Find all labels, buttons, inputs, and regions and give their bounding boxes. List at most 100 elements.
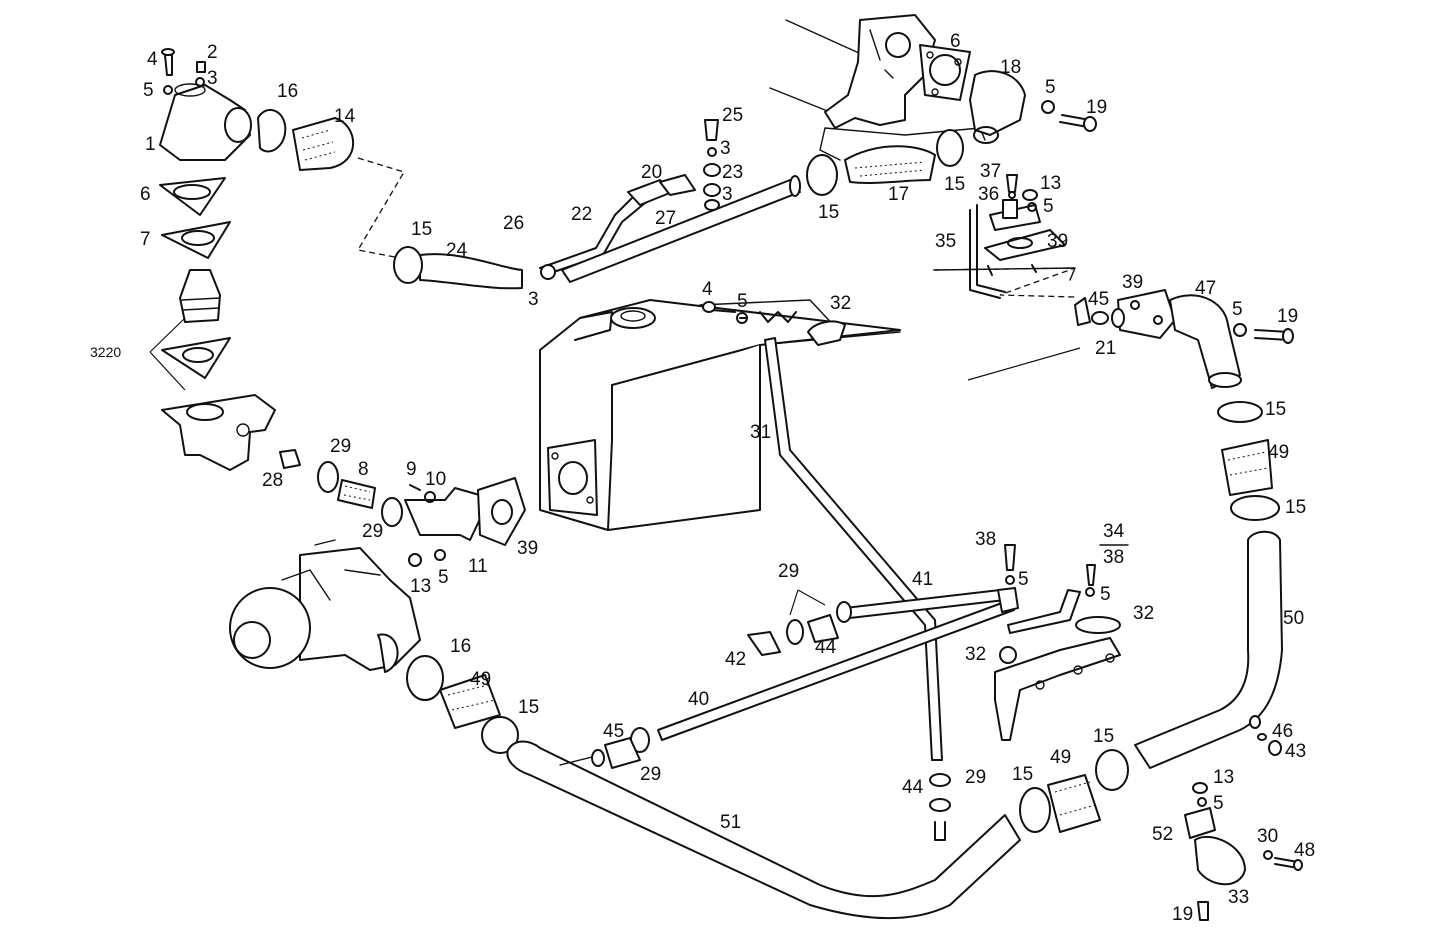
callout: 29 <box>362 521 383 542</box>
callout: 45 <box>603 721 624 742</box>
callout: 16 <box>277 81 298 102</box>
leader-line-21 <box>967 347 1081 381</box>
callout: 15 <box>1012 764 1033 785</box>
callout: 9 <box>406 459 417 480</box>
callout: 39 <box>1122 272 1143 293</box>
thermostat-housing-drawing <box>159 48 355 471</box>
callout: 6 <box>950 31 961 52</box>
dashed-leader-1 <box>356 157 405 259</box>
callout: 21 <box>1095 338 1116 359</box>
callout: 23 <box>722 162 743 183</box>
callout: 19 <box>1172 904 1193 925</box>
callout: 14 <box>334 106 356 127</box>
callout: 24 <box>446 240 468 261</box>
callout: 5 <box>737 291 748 312</box>
callout: 25 <box>722 105 743 126</box>
callout: 3 <box>207 68 218 89</box>
callout: 44 <box>815 637 837 658</box>
clamp-33-drawing <box>1184 782 1303 921</box>
callout: 35 <box>935 231 956 252</box>
callout: 38 <box>1103 547 1124 568</box>
callout: 41 <box>912 569 933 590</box>
callout: 19 <box>1277 306 1298 327</box>
callout: 34 <box>1103 521 1125 542</box>
expansion-tank-drawing <box>539 299 901 531</box>
callout: 29 <box>778 561 799 582</box>
callout: 5 <box>438 567 449 588</box>
callout: 5 <box>1213 793 1224 814</box>
callout: 15 <box>944 174 965 195</box>
callout: 6 <box>140 184 151 205</box>
callout: 15 <box>1265 399 1286 420</box>
callout: 8 <box>358 459 369 480</box>
callout: 20 <box>641 162 662 183</box>
callout: 46 <box>1272 721 1293 742</box>
callout: 38 <box>975 529 996 550</box>
callout: 7 <box>140 229 151 250</box>
pipe-31-drawing <box>764 337 943 761</box>
sender-pipe-drawing <box>934 174 1076 299</box>
callout: 4 <box>702 279 713 300</box>
callout: 13 <box>1213 767 1234 788</box>
callout: 15 <box>818 202 839 223</box>
upper-hoses-drawing <box>393 119 964 290</box>
callout: 36 <box>978 184 999 205</box>
lower-hose-51-drawing <box>406 655 1129 920</box>
callout: 15 <box>411 219 432 240</box>
pipe-40-41-drawing <box>591 587 1081 769</box>
callout: 48 <box>1294 840 1315 861</box>
callout: 13 <box>410 576 431 597</box>
callout: 32 <box>965 644 986 665</box>
callout: 15 <box>1093 726 1114 747</box>
callout: 5 <box>1018 569 1029 590</box>
callout: 27 <box>655 208 676 229</box>
callout: 3220 <box>90 344 121 360</box>
callout: 11 <box>468 556 488 577</box>
callout: 32 <box>1133 603 1154 624</box>
callout: 29 <box>330 436 351 457</box>
callout: 5 <box>1232 299 1243 320</box>
callout: 39 <box>1047 231 1068 252</box>
callout: 49 <box>1268 442 1289 463</box>
callout: 3 <box>722 184 733 205</box>
callout: 1 <box>145 134 156 155</box>
callout: 44 <box>902 777 924 798</box>
callout: 47 <box>1195 278 1216 299</box>
callout: 31 <box>750 422 771 443</box>
callout: 4 <box>147 49 158 70</box>
callout: 22 <box>571 204 592 225</box>
callout: 3 <box>528 289 539 310</box>
callout: 5 <box>1045 77 1056 98</box>
callout-labels: 4 2 3 5 16 14 1 6 7 3220 25 3 20 23 3 22… <box>90 31 1315 925</box>
right-bracket-drawing <box>929 544 1121 841</box>
callout: 17 <box>888 184 909 205</box>
callout: 49 <box>1050 747 1071 768</box>
callout: 29 <box>965 767 986 788</box>
callout: 13 <box>1040 173 1061 194</box>
callout: 42 <box>725 649 746 670</box>
callout: 51 <box>720 812 741 833</box>
callout: 3 <box>720 138 731 159</box>
callout: 30 <box>1257 826 1278 847</box>
callout: 26 <box>503 213 524 234</box>
callout: 15 <box>1285 497 1306 518</box>
top-right-bolts-drawing <box>1041 100 1097 132</box>
callout: 49 <box>470 669 491 690</box>
callout: 37 <box>980 161 1001 182</box>
callout: 52 <box>1152 824 1173 845</box>
callout: 2 <box>207 42 218 63</box>
callout: 19 <box>1086 97 1107 118</box>
callout: 45 <box>1088 289 1109 310</box>
small-pipe-drawing <box>317 461 526 546</box>
water-pump-drawing <box>229 449 446 673</box>
callout: 39 <box>517 538 538 559</box>
callout: 5 <box>143 80 154 101</box>
callout: 33 <box>1228 887 1249 908</box>
right-upper-hose-drawing <box>1074 289 1294 769</box>
callout: 40 <box>688 689 709 710</box>
callout: 5 <box>1043 196 1054 217</box>
cylinder-head-drawing <box>769 14 1026 161</box>
callout: 28 <box>262 470 283 491</box>
